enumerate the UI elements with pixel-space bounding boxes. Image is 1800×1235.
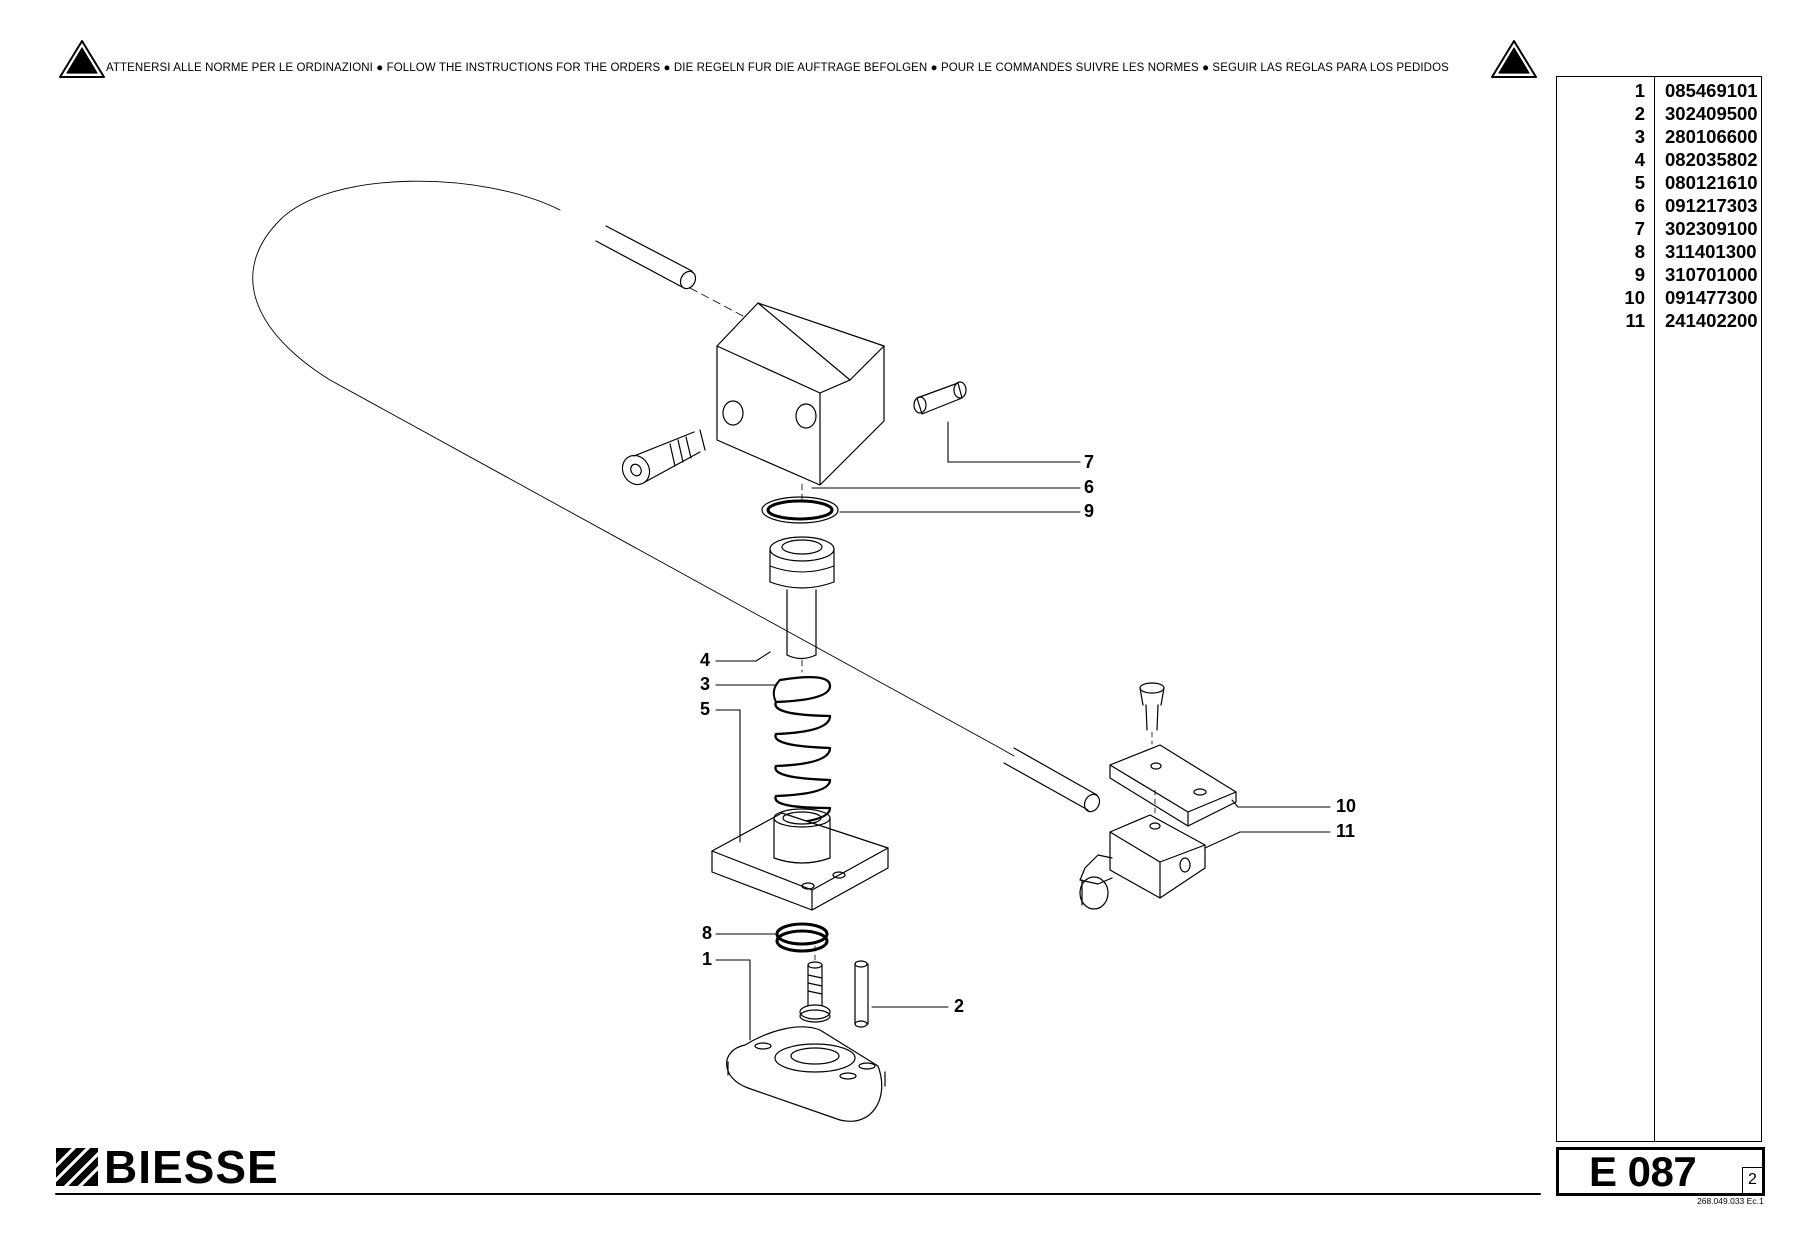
table-row: 10 091477300 [1557, 287, 1763, 310]
small-pin [913, 381, 967, 415]
part-code: 302309100 [1665, 218, 1758, 239]
part-code: 085469101 [1665, 80, 1758, 101]
table-divider [1654, 77, 1655, 1141]
part-number: 2 [1634, 103, 1645, 124]
biesse-logo-stripes [50, 1142, 106, 1192]
parts-list-table: 1 085469101 2 302409500 3 280106600 4 082035… [1556, 76, 1762, 1142]
dowel-pin [854, 960, 869, 1028]
o-ring [761, 496, 839, 524]
document-reference: 268.049.033 Ec.1 [1697, 1196, 1764, 1206]
callout-6: 6 [1084, 477, 1095, 497]
table-row: 8 311401300 [1557, 241, 1763, 264]
part-code: 241402200 [1665, 310, 1758, 331]
table-row: 2 302409500 [1557, 103, 1763, 126]
warning-triangle-icon-right [1491, 40, 1537, 78]
leader-lines [715, 421, 1331, 1041]
part-number: 10 [1624, 287, 1645, 308]
callout-2: 2 [954, 996, 965, 1016]
callout-5: 5 [700, 699, 711, 719]
header-instructions: ATTENERSI ALLE NORME PER LE ORDINAZIONI … [106, 62, 1449, 74]
regulator-plate [1109, 744, 1237, 827]
part-number: 6 [1634, 195, 1645, 216]
hose-fitting-top [595, 225, 761, 326]
part-code: 302409500 [1665, 103, 1758, 124]
part-code: 080121610 [1665, 172, 1758, 193]
callout-9: 9 [1084, 501, 1095, 521]
base-plate [711, 808, 889, 911]
warning-triangle-icon-left [59, 40, 105, 78]
callout-8: 8 [702, 923, 713, 943]
bottom-screw [799, 961, 831, 1023]
part-number: 11 [1625, 310, 1645, 331]
biesse-logo-icon [56, 1148, 98, 1186]
table-row: 3 280106600 [1557, 126, 1763, 149]
regulator-body [1079, 814, 1206, 910]
hose-loop [252, 180, 1001, 749]
part-code: 091477300 [1665, 287, 1758, 308]
part-number: 1 [1634, 80, 1645, 101]
drawing-code-box: E 087 2 [1556, 1147, 1765, 1196]
table-row: 1 085469101 [1557, 80, 1763, 103]
part-number: 4 [1634, 149, 1645, 170]
table-row: 5 080121610 [1557, 172, 1763, 195]
part-number: 7 [1634, 218, 1645, 239]
callout-1: 1 [702, 949, 713, 969]
spring [772, 675, 832, 836]
table-row: 7 302309100 [1557, 218, 1763, 241]
part-code: 311401300 [1665, 241, 1757, 262]
drawing-code: E 087 [1589, 1148, 1697, 1195]
part-number: 5 [1634, 172, 1645, 193]
callout-11: 11 [1336, 821, 1356, 841]
valve-block [716, 302, 885, 486]
table-row: 9 310701000 [1557, 264, 1763, 287]
callout-10: 10 [1336, 796, 1357, 816]
regulator-screw [1139, 682, 1165, 731]
hose-fitting-bottom [999, 747, 1101, 813]
callout-7: 7 [1084, 452, 1095, 472]
piston [769, 536, 835, 660]
callout-3: 3 [700, 674, 711, 694]
part-code: 082035802 [1665, 149, 1758, 170]
cap-screw [621, 429, 706, 486]
part-number: 3 [1634, 126, 1645, 147]
part-code: 091217303 [1665, 195, 1758, 216]
sheet-number: 2 [1742, 1167, 1762, 1193]
base-flange [726, 1026, 886, 1122]
callout-4: 4 [700, 650, 711, 670]
snap-ring [775, 922, 829, 953]
table-row: 4 082035802 [1557, 149, 1763, 172]
brand-logo-text: BIESSE [104, 1141, 279, 1193]
part-code: 280106600 [1665, 126, 1758, 147]
table-row: 11 241402200 [1557, 310, 1763, 333]
part-number: 8 [1634, 241, 1645, 262]
table-row: 6 091217303 [1557, 195, 1763, 218]
part-code: 310701000 [1665, 264, 1758, 285]
part-number: 9 [1634, 264, 1645, 285]
